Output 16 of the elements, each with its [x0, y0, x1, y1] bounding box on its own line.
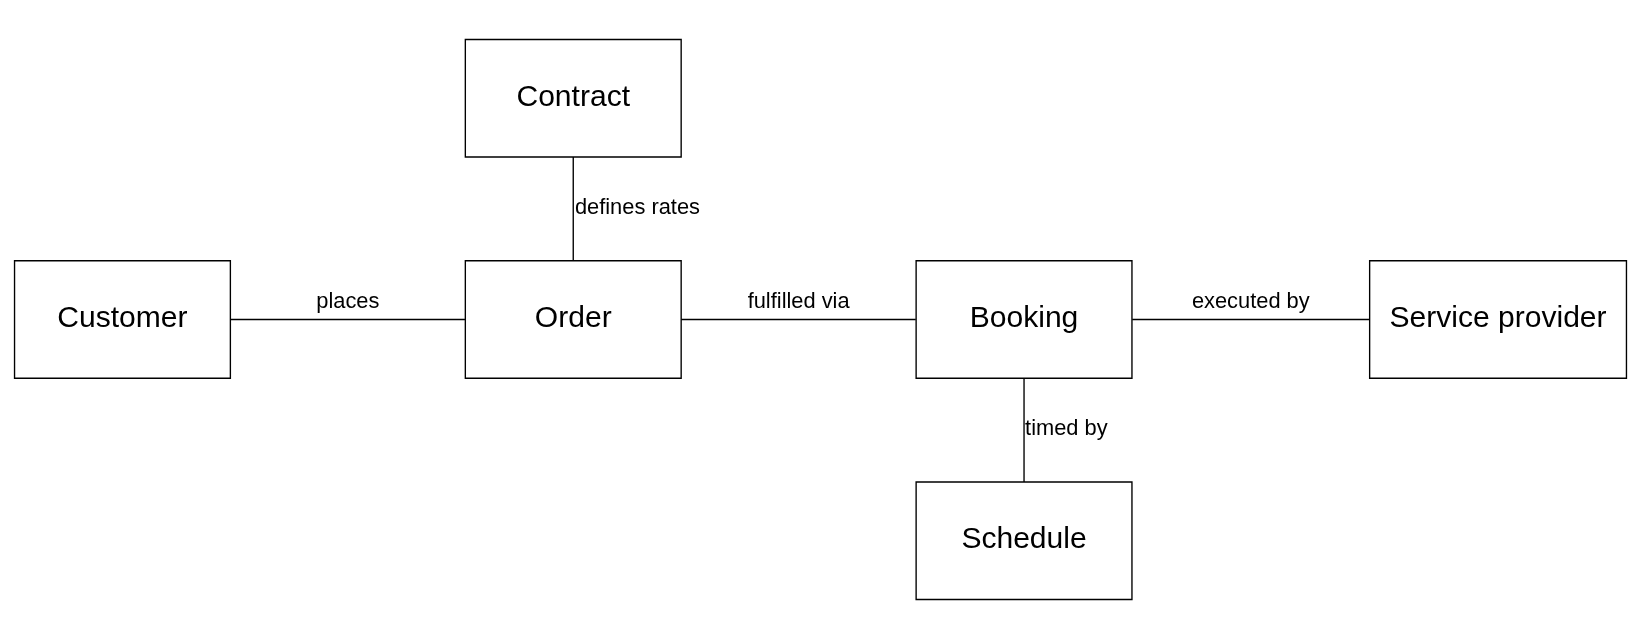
- node-box: Schedule: [915, 481, 1133, 601]
- edge-label: timed by: [1025, 415, 1108, 441]
- edge-label: executed by: [1191, 288, 1310, 314]
- node-box: Service provider: [1368, 260, 1628, 379]
- connector: [1023, 377, 1025, 483]
- edge-label: defines rates: [574, 194, 700, 220]
- connector: [1131, 318, 1370, 321]
- connector: [680, 318, 917, 321]
- node-box: Contract: [464, 38, 682, 158]
- node-box: Customer: [13, 260, 232, 379]
- connector: [229, 318, 466, 321]
- connector: [572, 156, 574, 262]
- edge-label: fulfilled via: [747, 288, 850, 314]
- node-box: Booking: [915, 260, 1133, 379]
- node-box: Order: [464, 260, 682, 379]
- edge-label: places: [316, 288, 380, 314]
